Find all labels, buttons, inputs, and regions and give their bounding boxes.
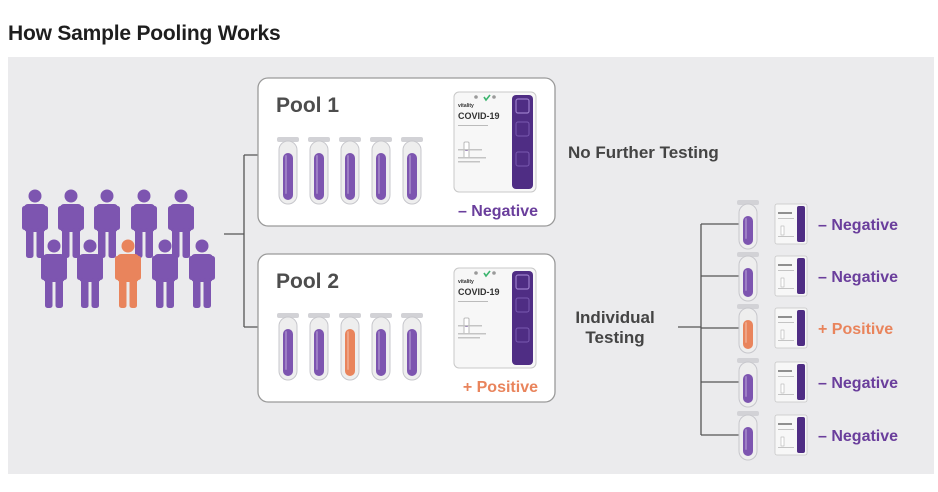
person-icon: [58, 189, 84, 258]
test-tube-icon: [737, 411, 759, 461]
test-tube-icon: [277, 137, 299, 205]
test-kit-icon: [774, 307, 808, 349]
outcome-label: No Further Testing: [568, 143, 719, 162]
test-tube-icon: [737, 304, 759, 354]
test-tube-icon: [339, 137, 361, 205]
test-tube-icon: [308, 137, 330, 205]
kit-brand: vitality: [458, 103, 474, 109]
individual-connector: [678, 224, 702, 435]
test-kit-icon: [774, 255, 808, 297]
test-tube-icon: [370, 137, 392, 205]
person-icon: [189, 239, 215, 308]
person-icon: [41, 239, 67, 308]
pool-result: – Negative: [458, 203, 538, 220]
individual-result: – Negative: [818, 217, 898, 234]
person-icon: [94, 189, 120, 258]
pool-label: Pool 1: [276, 94, 339, 117]
test-tube-icon: [737, 200, 759, 250]
test-tube-icon: [370, 313, 392, 381]
individual-result: – Negative: [818, 428, 898, 445]
test-tube-icon: [308, 313, 330, 381]
kit-label: COVID-19: [458, 111, 500, 121]
test-tube-icon: [401, 313, 423, 381]
person-icon: [131, 189, 157, 258]
test-tube-icon: [339, 313, 361, 381]
test-kit-icon: [774, 203, 808, 245]
individual-result: – Negative: [818, 269, 898, 286]
pool-connector: [224, 154, 259, 328]
test-kit-icon: [774, 361, 808, 403]
test-tube-icon: [277, 313, 299, 381]
individual-result: + Positive: [818, 321, 893, 338]
pool-result: + Positive: [463, 379, 538, 396]
pool-label: Pool 2: [276, 270, 339, 293]
person-icon: [22, 189, 48, 258]
person-icon: [168, 189, 194, 258]
person-icon: [115, 239, 141, 308]
test-tube-icon: [401, 137, 423, 205]
person-icon: [77, 239, 103, 308]
person-icon: [152, 239, 178, 308]
page-title: How Sample Pooling Works: [8, 22, 281, 45]
test-tube-icon: [737, 358, 759, 408]
test-tube-icon: [737, 252, 759, 302]
individual-result: – Negative: [818, 375, 898, 392]
kit-label: COVID-19: [458, 287, 500, 297]
test-kit-icon: [774, 414, 808, 456]
kit-brand: vitality: [458, 279, 474, 285]
